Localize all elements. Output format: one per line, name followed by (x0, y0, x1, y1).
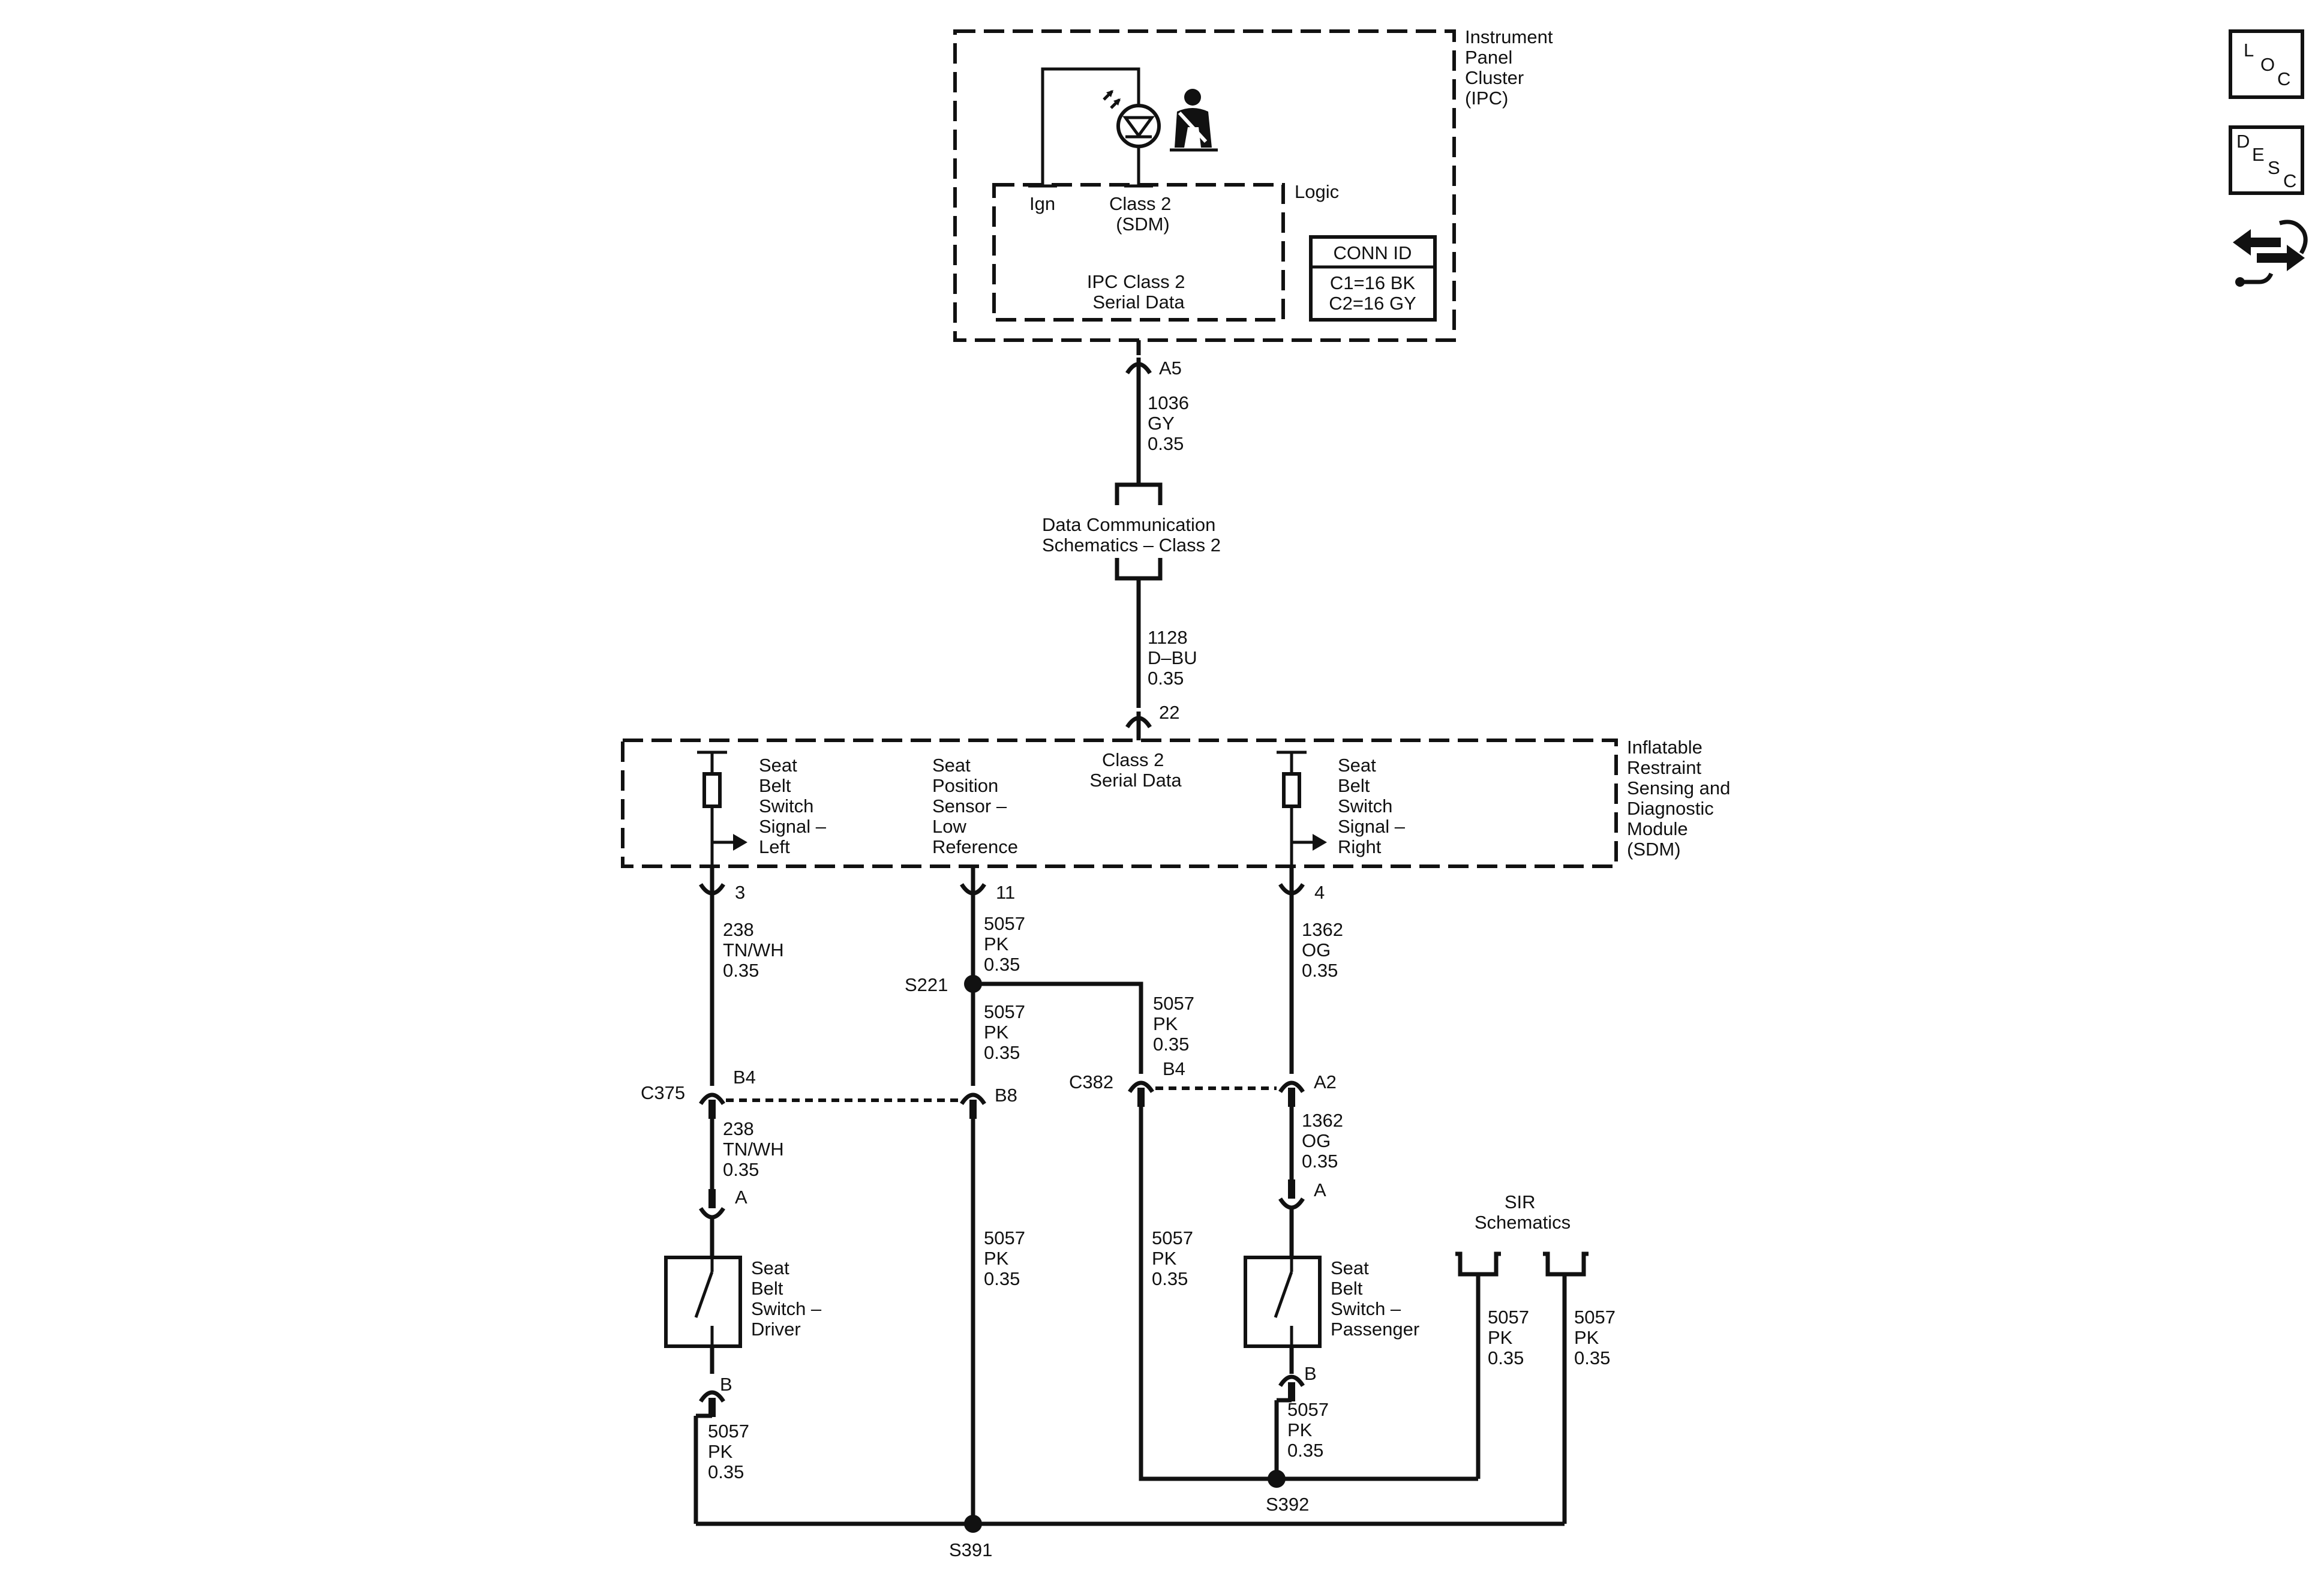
sir-connector-right (1543, 1251, 1589, 1277)
sdm-pin-11: 11 (960, 866, 1015, 903)
wire-label-238-bottom: 238 TN/WH 0.35 (723, 1118, 789, 1180)
sdm-module: Inflatable Restraint Sensing and Diagnos… (621, 737, 1736, 868)
ipc-logic-block (992, 183, 1285, 322)
wire-label-1036: 1036 GY 0.35 (1148, 392, 1194, 454)
seatbelt-person-icon (1170, 89, 1218, 152)
wire-5057-branch (973, 981, 1143, 1074)
sdm-center-label: Seat Position Sensor – Low Reference (932, 755, 1018, 857)
loc-icon[interactable]: L O C (2229, 29, 2304, 99)
svg-text:B8: B8 (995, 1085, 1017, 1106)
splice-s391 (964, 1515, 982, 1533)
desc-icon[interactable]: D E S C (2229, 125, 2304, 195)
sdm-title: Inflatable Restraint Sensing and Diagnos… (1627, 737, 1736, 860)
svg-text:3: 3 (735, 882, 745, 903)
svg-text:D: D (2236, 131, 2250, 152)
connector-c375: C375 B4 B8 (641, 1067, 1017, 1119)
wire-label-5057-sir-1: 5057 PK 0.35 (1488, 1307, 1535, 1368)
seat-belt-switch-driver: Seat Belt Switch – Driver (664, 1256, 827, 1348)
sdm-pin-3: 3 (699, 866, 745, 903)
passenger-switch-pin-a: A (1278, 1179, 1326, 1257)
driver-switch-label: Seat Belt Switch – Driver (751, 1257, 827, 1340)
ipc-ign-label: Ign (1029, 193, 1055, 214)
sdm-outline (621, 739, 1618, 868)
ipc-class2-label: Class 2 (SDM) (1109, 193, 1176, 235)
pin-label: A5 (1159, 358, 1182, 379)
passenger-switch-label: Seat Belt Switch – Passenger (1331, 1257, 1419, 1340)
svg-text:B: B (1304, 1363, 1317, 1384)
sdm-right-label: Seat Belt Switch Signal – Right (1338, 755, 1410, 857)
svg-text:4: 4 (1314, 882, 1325, 903)
wire-label-5057-sir-2: 5057 PK 0.35 (1574, 1307, 1621, 1368)
wire-label-1128: 1128 D–BU 0.35 (1148, 627, 1202, 689)
wiring-connector-icon[interactable] (2233, 220, 2308, 287)
data-comm-connector-top (1115, 482, 1163, 505)
data-comm-label: Data Communication Schematics – Class 2 (1042, 514, 1221, 556)
wire-5057-c382 (1139, 1107, 1277, 1481)
svg-text:B4: B4 (1163, 1058, 1185, 1079)
indicator-lamp-icon (1103, 90, 1161, 148)
ipc-title: Instrument Panel Cluster (IPC) (1465, 26, 1558, 109)
svg-text:B4: B4 (733, 1067, 756, 1088)
conn-id-table: CONN ID C1=16 BK C2=16 GY (1309, 235, 1437, 322)
wire-label-1362-bottom: 1362 OG 0.35 (1302, 1110, 1349, 1172)
wire-label-238-top: 238 TN/WH 0.35 (723, 919, 789, 981)
ipc-module: Instrument Panel Cluster (IPC) Logic Ign (953, 26, 1558, 342)
svg-text:O: O (2260, 54, 2275, 75)
ipc-serial-label: IPC Class 2 Serial Data (1087, 271, 1190, 313)
wire-label-5057-passenger: 5057 PK 0.35 (1287, 1399, 1334, 1461)
splice-s392 (1268, 1470, 1286, 1488)
sir-connector-left (1455, 1251, 1501, 1277)
wire-label-5057-branch: 5057 PK 0.35 (1153, 993, 1200, 1055)
sdm-class2-label: Class 2 Serial Data (1089, 749, 1182, 791)
ipc-outline (953, 29, 1456, 342)
splice-s392-label: S392 (1266, 1494, 1309, 1515)
svg-text:L: L (2244, 40, 2254, 61)
connector-a5: A5 (1125, 340, 1182, 379)
svg-text:S: S (2268, 157, 2280, 178)
seat-belt-switch-passenger: Seat Belt Switch – Passenger (1244, 1256, 1419, 1348)
svg-text:CONN ID: CONN ID (1334, 242, 1412, 263)
driver-switch-pin-a: A (699, 1187, 747, 1257)
wire-label-5057-top: 5057 PK 0.35 (984, 913, 1031, 975)
sdm-left-label: Seat Belt Switch Signal – Left (759, 755, 831, 857)
svg-text:C: C (2277, 68, 2290, 89)
svg-text:A2: A2 (1314, 1071, 1337, 1092)
wire-label-5057-mid: 5057 PK 0.35 (984, 1001, 1031, 1063)
svg-text:E: E (2252, 144, 2265, 165)
wire-label-5057-center: 5057 PK 0.35 (984, 1227, 1031, 1289)
wire-label-5057-c382: 5057 PK 0.35 (1152, 1227, 1199, 1289)
sdm-input-left: Seat Belt Switch Signal – Left (697, 751, 831, 866)
svg-text:C2=16 GY: C2=16 GY (1329, 293, 1416, 314)
splice-s221-label: S221 (905, 974, 948, 995)
connector-22: 22 (1125, 702, 1179, 740)
splice-s391-label: S391 (949, 1539, 992, 1560)
svg-text:11: 11 (996, 882, 1015, 903)
pin-label: 22 (1159, 702, 1179, 723)
svg-text:C1=16 BK: C1=16 BK (1330, 272, 1416, 293)
driver-switch-pin-b: B (699, 1346, 732, 1417)
ipc-logic-label: Logic (1295, 181, 1339, 202)
wire-label-5057-driver: 5057 PK 0.35 (708, 1421, 755, 1482)
connector-c382-label: C382 (1069, 1071, 1113, 1092)
sdm-pin-4: 4 (1278, 866, 1325, 903)
passenger-switch-pin-b: B (1278, 1346, 1317, 1401)
connector-c375-label: C375 (641, 1082, 685, 1103)
svg-text:C: C (2283, 170, 2296, 191)
sdm-input-right: Seat Belt Switch Signal – Right (1277, 751, 1410, 866)
data-comm-connector-bottom (1115, 558, 1163, 581)
connector-c382: C382 B4 A2 (1069, 1058, 1337, 1107)
sir-schematics-label: SIR Schematics (1475, 1191, 1571, 1233)
wire-label-1362-top: 1362 OG 0.35 (1302, 919, 1349, 981)
svg-text:A: A (1314, 1179, 1326, 1200)
svg-text:B: B (720, 1374, 732, 1395)
svg-text:A: A (735, 1187, 747, 1208)
